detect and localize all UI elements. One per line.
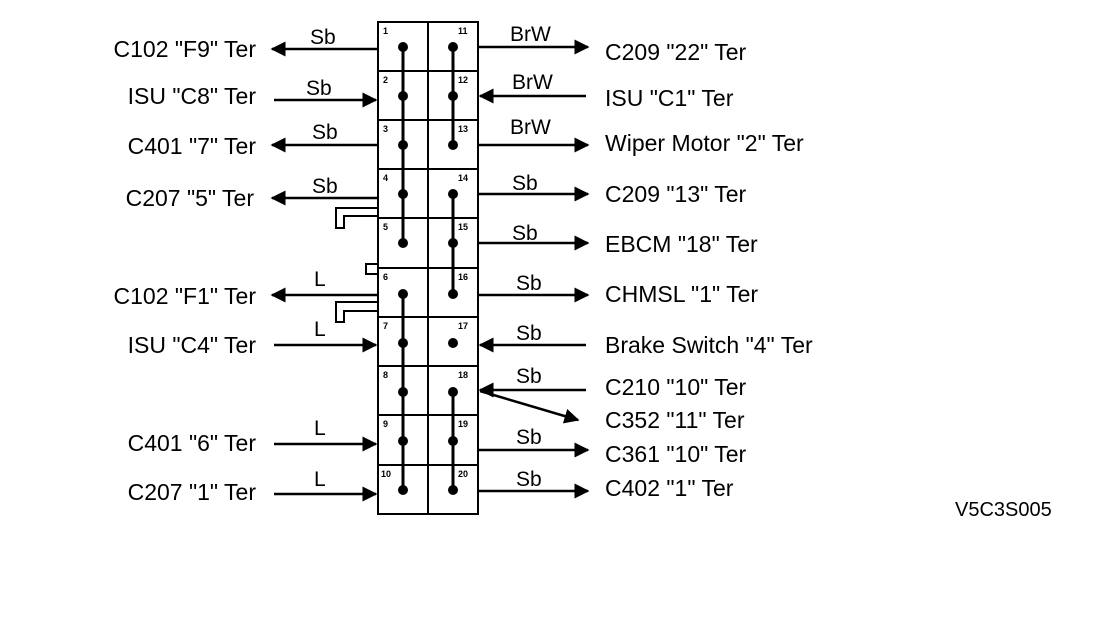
pin-number: 8 <box>383 370 388 380</box>
left-labels: C102 "F9" Ter ISU "C8" Ter C401 "7" Ter … <box>114 36 257 505</box>
pin-dot <box>448 238 458 248</box>
pin-dot <box>448 42 458 52</box>
left-wires <box>270 41 378 502</box>
wire-color-code: BrW <box>510 116 551 139</box>
wire-color-code: Sb <box>312 175 338 198</box>
wire-color-code: Sb <box>516 426 542 449</box>
terminal-label: C102 "F9" Ter <box>114 36 257 62</box>
wire-color-code: Sb <box>516 365 542 388</box>
terminal-label: Brake Switch "4" Ter <box>605 332 813 358</box>
pin-dot <box>448 338 458 348</box>
terminal-label: C210 "10" Ter <box>605 374 747 400</box>
pin-number: 10 <box>381 469 391 479</box>
pin-number: 6 <box>383 272 388 282</box>
wire-color-code: Sb <box>312 121 338 144</box>
pin-number: 13 <box>458 124 468 134</box>
pin-dot <box>448 289 458 299</box>
terminal-label: C401 "6" Ter <box>128 430 257 456</box>
terminal-label: ISU "C1" Ter <box>605 85 734 111</box>
pin-dot <box>398 485 408 495</box>
terminal-label: ISU "C4" Ter <box>128 332 257 358</box>
pin-number: 17 <box>458 321 468 331</box>
wire-color-code: Sb <box>516 468 542 491</box>
bus-bars <box>398 42 458 495</box>
pin-number: 7 <box>383 321 388 331</box>
pin-number: 5 <box>383 222 388 232</box>
terminal-label: C361 "10" Ter <box>605 441 747 467</box>
pin-dot <box>398 189 408 199</box>
pin-number: 14 <box>458 173 468 183</box>
wire-color-code: Sb <box>516 272 542 295</box>
terminal-label: EBCM "18" Ter <box>605 231 758 257</box>
pin-number: 18 <box>458 370 468 380</box>
pin-number: 15 <box>458 222 468 232</box>
wire-color-code: BrW <box>510 23 551 46</box>
jumper-loop-4-5 <box>335 207 378 229</box>
terminal-label: C207 "1" Ter <box>128 479 257 505</box>
pin-dot <box>448 485 458 495</box>
pin-dot <box>398 238 408 248</box>
jumper-loops <box>335 207 378 323</box>
wire-color-code: Sb <box>310 26 336 49</box>
pin-dot <box>398 289 408 299</box>
pin-dot <box>398 338 408 348</box>
wire-color-code: L <box>314 318 326 341</box>
wire-color-code: L <box>314 268 326 291</box>
terminal-label: C207 "5" Ter <box>126 185 255 211</box>
left-wire-colors: Sb Sb Sb Sb L L L L <box>306 26 338 491</box>
pin-number: 12 <box>458 75 468 85</box>
terminal-label: C209 "13" Ter <box>605 181 747 207</box>
pin-number: 1 <box>383 26 388 36</box>
pin-number: 11 <box>458 26 468 36</box>
pin-dot <box>448 140 458 150</box>
pin-number: 4 <box>383 173 388 183</box>
pin-number: 16 <box>458 272 468 282</box>
jumper-loop-6-7 <box>335 301 378 323</box>
terminal-label: ISU "C8" Ter <box>128 83 257 109</box>
wire-color-code: L <box>314 417 326 440</box>
terminal-label: CHMSL "1" Ter <box>605 281 758 307</box>
pin-dot <box>398 436 408 446</box>
pin-dot <box>398 140 408 150</box>
figure-code: V5C3S005 <box>955 499 1052 521</box>
wire-arrow-branch <box>479 389 580 424</box>
connector-body <box>377 21 479 515</box>
terminal-label: C209 "22" Ter <box>605 39 747 65</box>
pin-dot <box>448 91 458 101</box>
wire-color-code: Sb <box>306 77 332 100</box>
wire-color-code: Sb <box>516 322 542 345</box>
jumper-loop-6 <box>365 263 378 275</box>
terminal-label: C352 "11" Ter <box>605 407 745 433</box>
wire-color-code: Sb <box>512 172 538 195</box>
pin-dot <box>398 387 408 397</box>
terminal-label: C102 "F1" Ter <box>114 283 257 309</box>
pin-dot <box>398 42 408 52</box>
right-labels: C209 "22" Ter ISU "C1" Ter Wiper Motor "… <box>605 39 813 501</box>
right-wire-colors: BrW BrW BrW Sb Sb Sb Sb Sb Sb Sb <box>510 23 553 491</box>
right-wires <box>478 39 590 499</box>
pin-dot <box>398 91 408 101</box>
terminal-label: Wiper Motor "2" Ter <box>605 130 804 156</box>
pin-dot <box>448 387 458 397</box>
pin-number: 3 <box>383 124 388 134</box>
pin-dot <box>448 436 458 446</box>
wire-color-code: L <box>314 468 326 491</box>
terminal-label: C402 "1" Ter <box>605 475 734 501</box>
wire-color-code: BrW <box>512 71 553 94</box>
pin-number: 20 <box>458 469 468 479</box>
terminal-label: C401 "7" Ter <box>128 133 257 159</box>
pin-number: 9 <box>383 419 388 429</box>
pin-dot <box>448 189 458 199</box>
pin-number: 19 <box>458 419 468 429</box>
wire-color-code: Sb <box>512 222 538 245</box>
pin-number: 2 <box>383 75 388 85</box>
